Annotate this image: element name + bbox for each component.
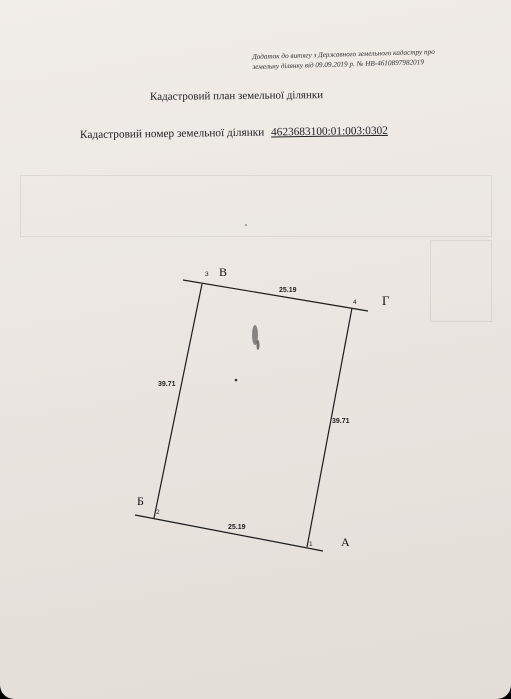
point-number-2: 2 [156, 509, 160, 516]
length-label-bottom: 25.19 [228, 524, 246, 531]
boundary-line-v-g [182, 279, 369, 312]
boundary-line-b-a [134, 514, 324, 552]
boundary-line-left [153, 283, 203, 519]
corner-label-a: А [341, 535, 350, 549]
length-label-right: 39.71 [332, 418, 350, 425]
smudge-mark [256, 340, 260, 350]
corner-label-g: Г [382, 293, 390, 308]
length-label-top: 25.19 [279, 287, 297, 294]
smudge-dot [245, 224, 247, 226]
corner-label-b: Б [137, 494, 144, 508]
point-number-3: 3 [205, 271, 209, 278]
smudge-mark [252, 325, 258, 345]
bleed-through-table [20, 175, 492, 237]
bleed-through-column [430, 240, 492, 322]
corner-label-v: В [219, 265, 227, 279]
boundary-line-right [306, 307, 353, 548]
point-number-4: 4 [353, 299, 357, 306]
smudge-dot [234, 378, 238, 382]
point-number-1: 1 [309, 541, 313, 548]
length-label-left: 39.71 [158, 381, 176, 388]
